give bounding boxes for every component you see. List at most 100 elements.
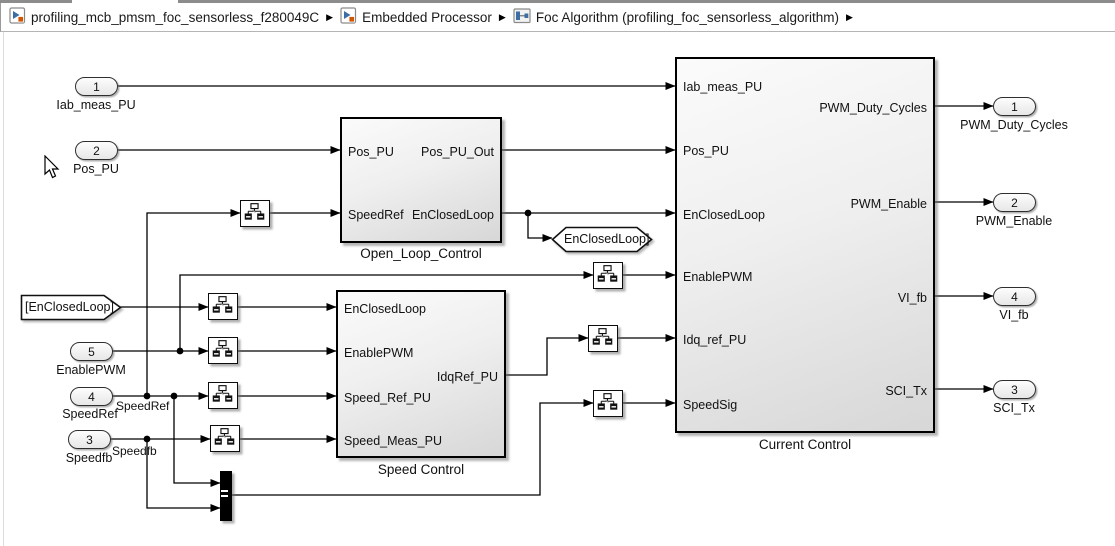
breadcrumb-arrow-icon[interactable]: ▶ <box>498 11 506 22</box>
rate-transition-icon <box>212 296 233 313</box>
outport-1-number: 1 <box>1011 99 1018 114</box>
inport-2-label: Pos_PU <box>73 162 119 176</box>
goto-tag-enclosedloop[interactable]: EnClosedLoop] <box>551 226 653 253</box>
outport-1-label: PWM_Duty_Cycles <box>960 118 1068 132</box>
port-label-iab-meas-pu: Iab_meas_PU <box>683 80 763 94</box>
inport-1-label: Iab_meas_PU <box>56 98 136 112</box>
signal-label-speedfb: Speedfb <box>112 444 157 458</box>
wire-mux-out[interactable] <box>232 399 594 496</box>
wire-enclosedloop-goto[interactable] <box>527 213 553 242</box>
wire-speedfb-to-mux[interactable] <box>146 439 221 512</box>
inport-5-label: EnablePWM <box>56 363 126 377</box>
block-name-speed-control: Speed Control <box>377 462 465 477</box>
signal-wires[interactable] <box>110 82 994 512</box>
rate-transition-block[interactable] <box>593 262 623 289</box>
outport-4-number: 4 <box>1011 289 1018 304</box>
breadcrumb-arrow-icon[interactable]: ▶ <box>845 11 853 22</box>
port-label-speedsig: SpeedSig <box>683 398 738 412</box>
rate-transition-block[interactable] <box>208 337 238 364</box>
port-label-pwm-duty-cycles: PWM_Duty_Cycles <box>819 101 927 115</box>
canvas-left-edge <box>3 32 4 546</box>
port-label-pos-pu: Pos_PU <box>683 144 729 158</box>
top-strip-segment <box>178 0 1115 3</box>
wire-speedref-up[interactable] <box>146 209 241 396</box>
rate-transition-block[interactable] <box>240 200 270 227</box>
outport-2[interactable]: 2 <box>993 193 1036 212</box>
port-label-enclosedloop: EnClosedLoop <box>344 302 427 316</box>
mux-slit <box>221 490 228 492</box>
rate-transition-block[interactable] <box>210 425 240 452</box>
port-label-speed-ref-pu: Speed_Ref_PU <box>344 391 431 405</box>
mouse-cursor <box>44 155 60 179</box>
port-label-enablepwm: EnablePWM <box>683 270 753 284</box>
inport-2[interactable]: 2 <box>75 141 118 160</box>
outport-3-label: SCI_Tx <box>993 401 1035 415</box>
subsystem-current-control[interactable]: Iab_meas_PU Pos_PU EnClosedLoop EnablePW… <box>675 57 935 433</box>
mux-slit <box>221 494 228 497</box>
breadcrumb-item-model[interactable]: profiling_mcb_pmsm_foc_sensorless_f28004… <box>9 7 319 27</box>
wire-speedref-to-mux[interactable] <box>173 396 221 487</box>
diagram-canvas[interactable] <box>0 32 1115 546</box>
inport-4-label: SpeedRef <box>62 407 118 421</box>
inport-5[interactable]: 5 <box>70 342 113 361</box>
breadcrumb-label[interactable]: Embedded Processor <box>362 9 492 25</box>
inport-1[interactable]: 1 <box>75 77 118 96</box>
inport-2-number: 2 <box>93 143 100 158</box>
from-tag-shape <box>20 294 122 321</box>
breadcrumb-label[interactable]: profiling_mcb_pmsm_foc_sensorless_f28004… <box>31 9 320 25</box>
port-label-pos-pu-out: Pos_PU_Out <box>421 145 494 159</box>
block-name-open-loop-control: Open_Loop_Control <box>360 246 482 261</box>
rate-transition-block[interactable] <box>588 325 618 352</box>
rate-transition-icon <box>214 428 235 445</box>
outport-2-number: 2 <box>1011 195 1018 210</box>
wire-junction-dots <box>143 209 532 443</box>
port-label-enclosedloop: EnClosedLoop <box>683 208 766 222</box>
rate-transition-block[interactable] <box>208 293 238 320</box>
outport-1[interactable]: 1 <box>993 97 1036 116</box>
top-strip-segment <box>0 0 72 3</box>
port-label-pwm-enable: PWM_Enable <box>850 197 927 211</box>
port-label-enclosedloop-out: EnClosedLoop <box>411 208 494 222</box>
rate-transition-block[interactable] <box>593 390 623 417</box>
inport-3-label: Speedfb <box>65 451 113 465</box>
rate-transition-icon <box>212 385 233 402</box>
signal-wires-layer <box>110 82 994 512</box>
mux-block[interactable] <box>220 471 232 521</box>
wire-enablepwm-up[interactable] <box>179 271 594 351</box>
signal-label-speedref: SpeedRef <box>116 399 170 413</box>
subsystem-open-loop-control[interactable]: Pos_PU SpeedRef Pos_PU_Out EnClosedLoop <box>340 117 502 243</box>
outport-2-label: PWM_Enable <box>975 214 1053 228</box>
from-tag-enclosedloop[interactable]: [EnClosedLoop] <box>20 294 122 321</box>
inport-1-number: 1 <box>93 79 100 94</box>
subsystem-icon <box>513 7 531 27</box>
breadcrumb: profiling_mcb_pmsm_foc_sensorless_f28004… <box>0 3 1115 32</box>
inport-5-number: 5 <box>88 344 95 359</box>
rate-transition-block[interactable] <box>208 382 238 409</box>
breadcrumb-item-foc-algorithm[interactable]: Foc Algorithm (profiling_foc_sensorless_… <box>513 7 839 27</box>
port-label-idqref-pu: IdqRef_PU <box>436 370 498 384</box>
port-label-pos-pu: Pos_PU <box>348 145 394 159</box>
inport-4[interactable]: 4 <box>70 387 113 406</box>
port-label-enablepwm: EnablePWM <box>344 346 414 360</box>
subsystem-speed-control[interactable]: EnClosedLoop EnablePWM Speed_Ref_PU Spee… <box>336 290 506 458</box>
inport-3-number: 3 <box>86 432 93 447</box>
rate-transition-icon <box>212 340 233 357</box>
goto-tag-shape <box>551 226 653 253</box>
port-label-idq-ref-pu: Idq_ref_PU <box>683 333 747 347</box>
block-name-current-control: Current Control <box>758 437 852 452</box>
outport-3[interactable]: 3 <box>993 380 1036 399</box>
outport-4[interactable]: 4 <box>993 287 1036 306</box>
inport-3[interactable]: 3 <box>68 430 111 449</box>
breadcrumb-item-embedded-processor[interactable]: Embedded Processor <box>340 7 492 27</box>
wire-idqref[interactable] <box>506 334 589 376</box>
inport-4-number: 4 <box>88 389 95 404</box>
outport-4-label: VI_fb <box>999 308 1029 322</box>
rate-transition-icon <box>597 265 618 282</box>
from-tag-label: [EnClosedLoop] <box>25 300 114 314</box>
breadcrumb-arrow-icon[interactable]: ▶ <box>326 11 334 22</box>
outport-3-number: 3 <box>1011 382 1018 397</box>
port-label-vi-fb: VI_fb <box>897 291 927 305</box>
breadcrumb-label[interactable]: Foc Algorithm (profiling_foc_sensorless_… <box>535 9 839 25</box>
window-top-strip <box>0 0 1115 3</box>
